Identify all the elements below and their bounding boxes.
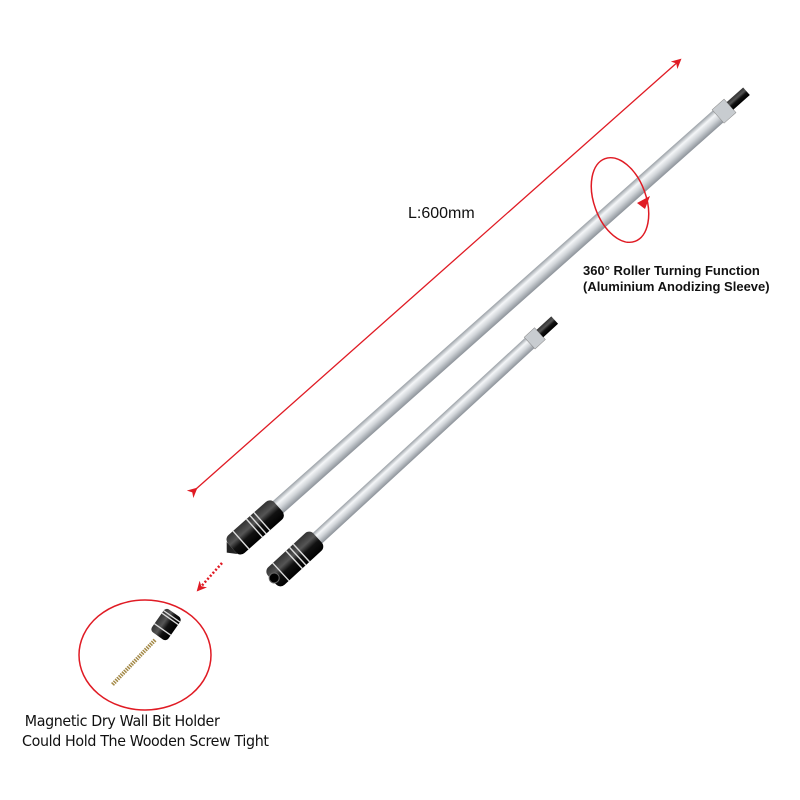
rotation-indicator — [590, 156, 650, 244]
dotted-arrow — [196, 562, 223, 592]
length-dimension-arrow — [186, 58, 682, 499]
magnet-caption: Magnetic Dry Wall Bit Holder Could Hold … — [22, 711, 269, 751]
hex-shank — [536, 316, 559, 338]
length-label: L:600mm — [408, 205, 475, 222]
magnet-caption-line1: Magnetic Dry Wall Bit Holder — [24, 712, 220, 730]
magnet-caption-line2: Could Hold The Wooden Screw Tight — [22, 732, 269, 750]
long-bit-holder — [226, 87, 750, 555]
wood-screw — [110, 638, 157, 687]
hex-shank — [726, 87, 750, 110]
roller-caption-line1: 360° Roller Turning Function — [583, 263, 760, 278]
screw-detail-circle — [78, 599, 212, 711]
magnetic-handle — [226, 500, 284, 555]
short-bit-holder — [266, 316, 559, 587]
roller-caption-line2: (Aluminium Anodizing Sleeve) — [583, 279, 770, 294]
magnetic-handle — [266, 531, 324, 587]
roller-caption: 360° Roller Turning Function (Aluminium … — [583, 263, 770, 295]
